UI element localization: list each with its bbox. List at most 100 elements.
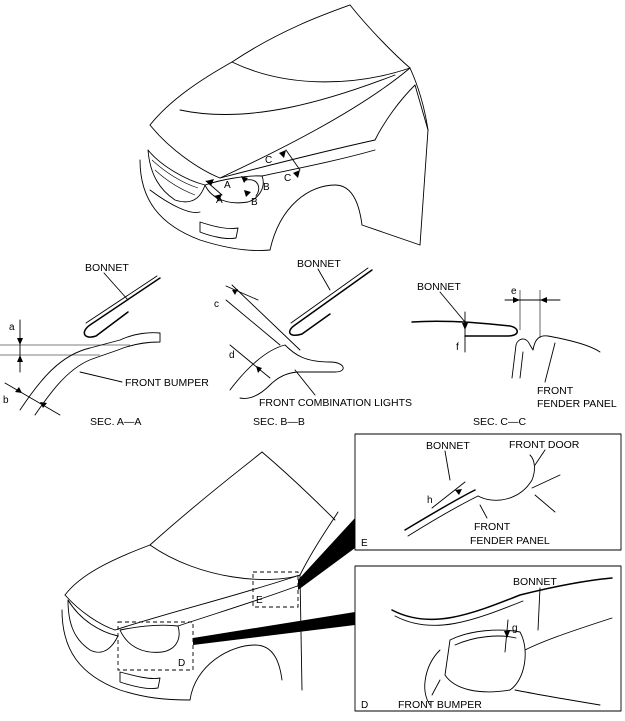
sec-aa-dim-b-arrow2 (40, 402, 47, 408)
detail-e-fender-leader (479, 504, 488, 519)
sec-aa-dim-b: b (3, 395, 9, 406)
detail-d-front-bumper-label: FRONT BUMPER (398, 699, 482, 711)
b-door-edge (299, 574, 303, 691)
sec-cc-fender-inner (519, 351, 524, 379)
label-c-1: C (265, 155, 272, 166)
b-wheel-arch (189, 644, 283, 701)
bumper-intake (149, 189, 201, 213)
sec-bb-dim-d-line (229, 344, 271, 379)
detail-e-front-door-label: FRONT DOOR (509, 439, 580, 451)
sec-cc-front-fender-panel-l1: FRONT (537, 385, 574, 397)
detail-e-dim-h: h (427, 495, 433, 506)
callout-wedge-d (193, 612, 355, 645)
callout-wedge-e (298, 518, 355, 590)
sec-bb-dim-c-line (225, 285, 259, 301)
car-overview-bottom: E D (61, 451, 355, 701)
detail-d: BONNET g FRONT BUMPER D (354, 565, 622, 712)
detail-d-bonnet-label: BONNET (513, 576, 557, 588)
windshield-right-pillar (349, 4, 411, 69)
sec-aa-dim-a-arrow-bot (17, 355, 23, 362)
cut-line-c (285, 149, 301, 171)
grille-outline (147, 149, 206, 203)
sec-aa-front-bumper-label: FRONT BUMPER (125, 377, 209, 389)
detail-d-headlamp-inner (454, 635, 517, 646)
grille-bar-1 (151, 159, 199, 189)
detail-e-bonnet-edge (404, 489, 476, 531)
detail-e-frame (354, 433, 622, 551)
sec-cc-bonnet-label: BONNET (417, 281, 461, 293)
label-c-2: C (284, 173, 291, 184)
arrow-b2 (244, 190, 251, 197)
detail-d-bumper-leader (431, 679, 441, 696)
detail-e-bonnet-leader (444, 450, 451, 481)
b-windshield-top (149, 451, 263, 546)
hood-left-edge (149, 61, 233, 126)
foglamp (199, 221, 239, 239)
label-a-2: A (216, 195, 223, 206)
sec-aa-dim-a: a (9, 322, 15, 333)
detail-e-fender-arc (477, 454, 535, 501)
detail-d-key: D (361, 700, 368, 711)
section-a-a: BONNET a b FRONT BUMPER SEC. A—A (0, 262, 209, 428)
b-label-d: D (178, 658, 185, 669)
sec-cc-dim-e-arrow-l (513, 297, 520, 303)
detail-e-front-fender-panel-l2: FENDER PANEL (470, 535, 550, 547)
detail-d-bonnet-leader (537, 587, 541, 631)
b-grille (67, 599, 119, 653)
label-b-1: B (263, 182, 270, 193)
detail-e-front-fender-panel-l1: FRONT (474, 521, 511, 533)
sec-bb-dim-c: c (214, 299, 219, 310)
detail-e: BONNET FRONT DOOR h FRONT FENDER PANEL E (354, 433, 622, 551)
bumper-lower-edge (139, 159, 271, 251)
sec-bb-bonnet-inner (290, 267, 369, 324)
door-lower-line (361, 224, 421, 246)
detail-d-dim-g-arrow (504, 631, 510, 638)
arrow-a1 (206, 179, 214, 186)
label-a-1: A (224, 180, 231, 191)
b-detail-d-box (117, 621, 194, 671)
sec-cc-dim-f-arrow (462, 323, 468, 330)
sec-aa-bonnet-leader (103, 272, 129, 301)
sec-bb-ref-1 (231, 284, 301, 351)
sec-bb-ref-2 (225, 299, 281, 346)
sec-cc-bonnet-leader (439, 291, 466, 323)
b-hood-rear (149, 544, 301, 580)
sec-bb-bonnet-outer (288, 269, 373, 337)
sec-bb-bonnet-leader (317, 268, 331, 291)
detail-e-dim-h-line (431, 481, 466, 509)
fender-wheel-arch (269, 184, 363, 251)
detail-d-frame (354, 565, 622, 712)
arrow-c2 (293, 170, 300, 178)
sec-bb-dim-d-arrow (256, 366, 262, 373)
arrow-c1 (279, 150, 286, 158)
sec-bb-caption: SEC. B—B (253, 416, 305, 428)
sec-aa-dim-b-line (4, 382, 61, 416)
arrow-b1 (241, 176, 248, 183)
hood-crease (179, 74, 396, 115)
label-b-2: B (251, 197, 258, 208)
detail-d-fender (524, 617, 613, 651)
section-markers-overview: A A B B C C (205, 149, 301, 208)
sec-aa-bonnet-outer (83, 277, 161, 338)
sec-bb-front-combination-lights-label: FRONT COMBINATION LIGHTS (259, 397, 412, 409)
sec-cc-caption: SEC. C—C (473, 416, 527, 428)
detail-e-door-gap-2 (534, 494, 556, 513)
a-pillar (409, 67, 429, 131)
headlamp-outline (204, 175, 264, 204)
detail-e-key: E (361, 538, 368, 549)
sec-cc-dim-e: e (511, 286, 517, 297)
detail-d-bonnet-edge2 (394, 600, 524, 626)
b-label-e: E (256, 595, 263, 606)
b-a-pillar (299, 511, 339, 576)
hood-right-edge (219, 67, 411, 179)
detail-d-headlamp (444, 629, 526, 693)
sec-bb-lamp-leader (294, 369, 316, 396)
detail-d-dim-g: g (512, 623, 518, 634)
sec-cc-fender (511, 335, 601, 379)
b-hood-left (64, 544, 151, 596)
sec-cc-dim-e-arrow-r (540, 297, 547, 303)
section-c-c: BONNET e f FRONT FENDER PANEL SEC. C—C (411, 281, 617, 428)
sec-bb-bonnet-label: BONNET (297, 258, 341, 270)
